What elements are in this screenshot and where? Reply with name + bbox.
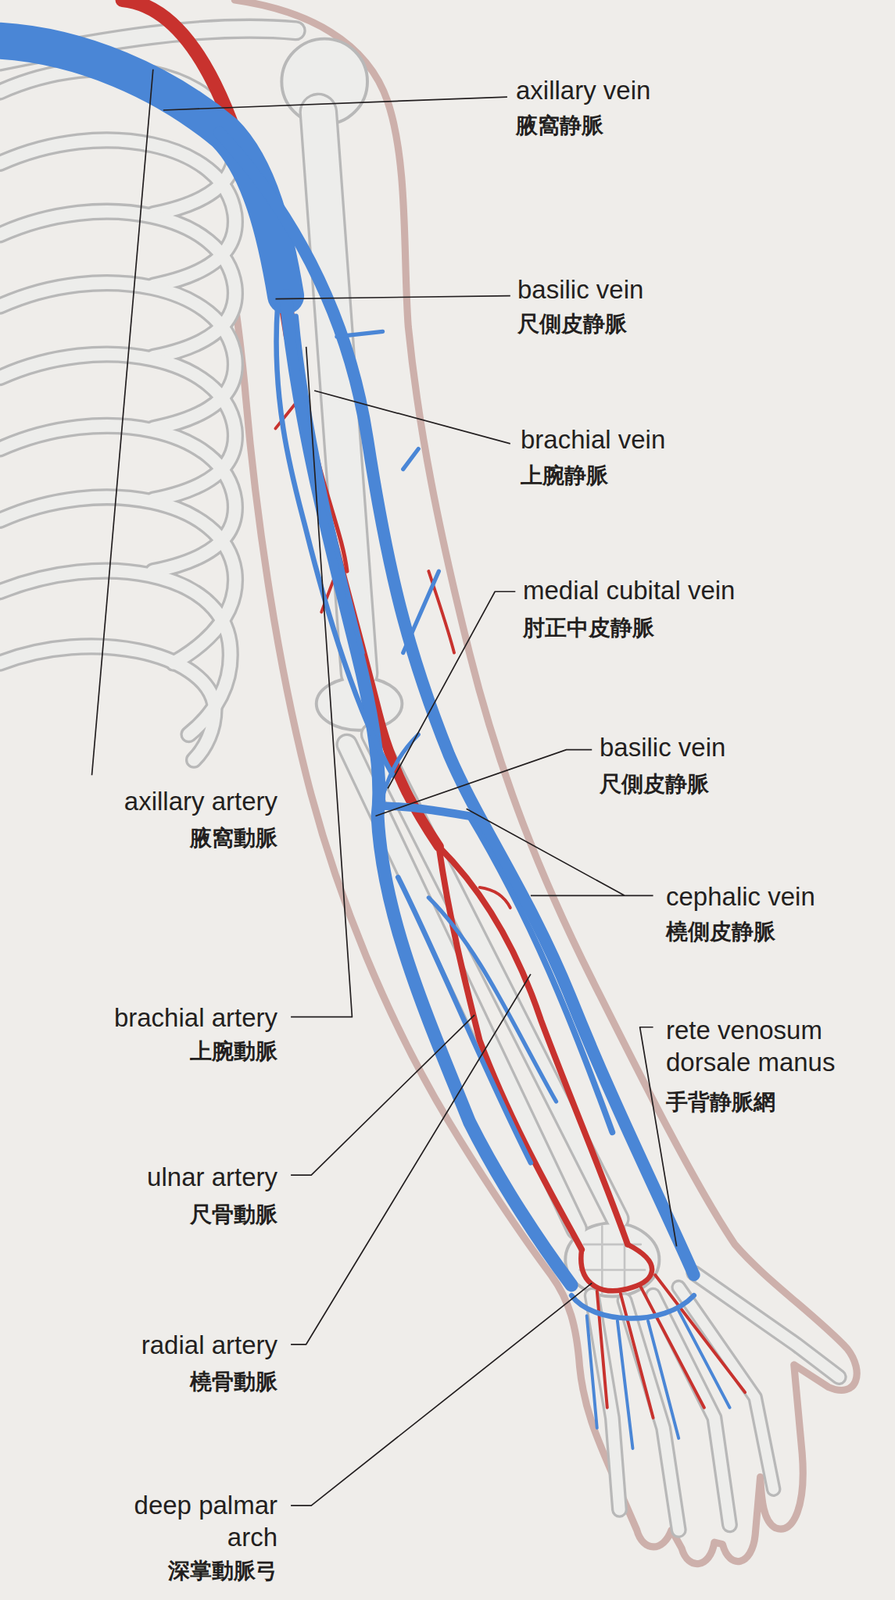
part-label: axillary artery [124, 785, 278, 818]
part-label: deep palmar arch [101, 1489, 278, 1555]
part-label: 上腕動脈 [189, 1038, 278, 1066]
leader-line [92, 69, 677, 1507]
part-label: 上腕静脈 [520, 461, 609, 490]
part-label: ulnar artery [146, 1161, 278, 1194]
part-label: radial artery [141, 1329, 278, 1362]
part-label: rete venosum dorsale manus [665, 1014, 878, 1080]
part-label: 尺骨動脈 [189, 1201, 278, 1229]
body-outline [229, 0, 857, 1565]
part-label: brachial vein [520, 423, 666, 456]
part-label: basilic vein [599, 731, 726, 764]
part-label: 尺側皮静脈 [517, 310, 627, 338]
part-label: 手背静脈網 [665, 1088, 776, 1117]
part-label: 橈側皮静脈 [665, 918, 776, 946]
part-label: 橈骨動脈 [189, 1368, 278, 1397]
part-label: axillary vein [515, 74, 651, 107]
part-label: 尺側皮静脈 [599, 770, 709, 799]
arteries [122, 0, 745, 1419]
part-label: medial cubital vein [522, 574, 735, 607]
part-label: 腋窩静脈 [515, 111, 604, 140]
part-label: cephalic vein [665, 880, 816, 913]
part-label: 肘正中皮静脈 [522, 614, 655, 642]
part-label: brachial artery [114, 1002, 278, 1035]
part-label: basilic vein [517, 273, 644, 306]
part-label: 深掌動脈弓 [168, 1557, 278, 1586]
ribcage [0, 68, 236, 761]
part-label: 腋窩動脈 [189, 824, 278, 853]
arm-bones [0, 28, 839, 1532]
veins [0, 40, 731, 1450]
